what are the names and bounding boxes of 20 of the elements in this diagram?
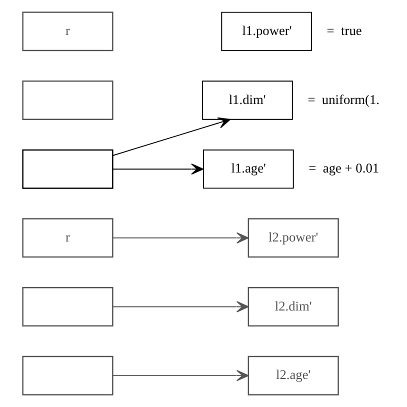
arrow bbox=[112, 301, 249, 312]
node-label: = true bbox=[326, 22, 362, 38]
node-box bbox=[22, 356, 114, 396]
node-box: l1.age' bbox=[203, 149, 294, 189]
node-box: r bbox=[22, 12, 114, 52]
node-label: = uniform(1. bbox=[308, 92, 380, 107]
node-box bbox=[22, 149, 114, 189]
node-box: l1.dim' bbox=[202, 80, 293, 120]
node-box bbox=[22, 80, 114, 120]
node-box bbox=[22, 287, 114, 326]
node-box: l2.age' bbox=[248, 356, 339, 396]
node-box: r bbox=[22, 218, 114, 258]
arrow bbox=[112, 117, 231, 156]
node-box: l2.dim' bbox=[248, 287, 339, 326]
node-box: l1.power' bbox=[221, 12, 312, 52]
arrow bbox=[112, 370, 249, 382]
node-box: l2.power' bbox=[248, 218, 339, 258]
node-label: = age + 0.01 bbox=[308, 160, 380, 176]
arrow bbox=[112, 232, 249, 244]
arrow bbox=[112, 163, 204, 175]
